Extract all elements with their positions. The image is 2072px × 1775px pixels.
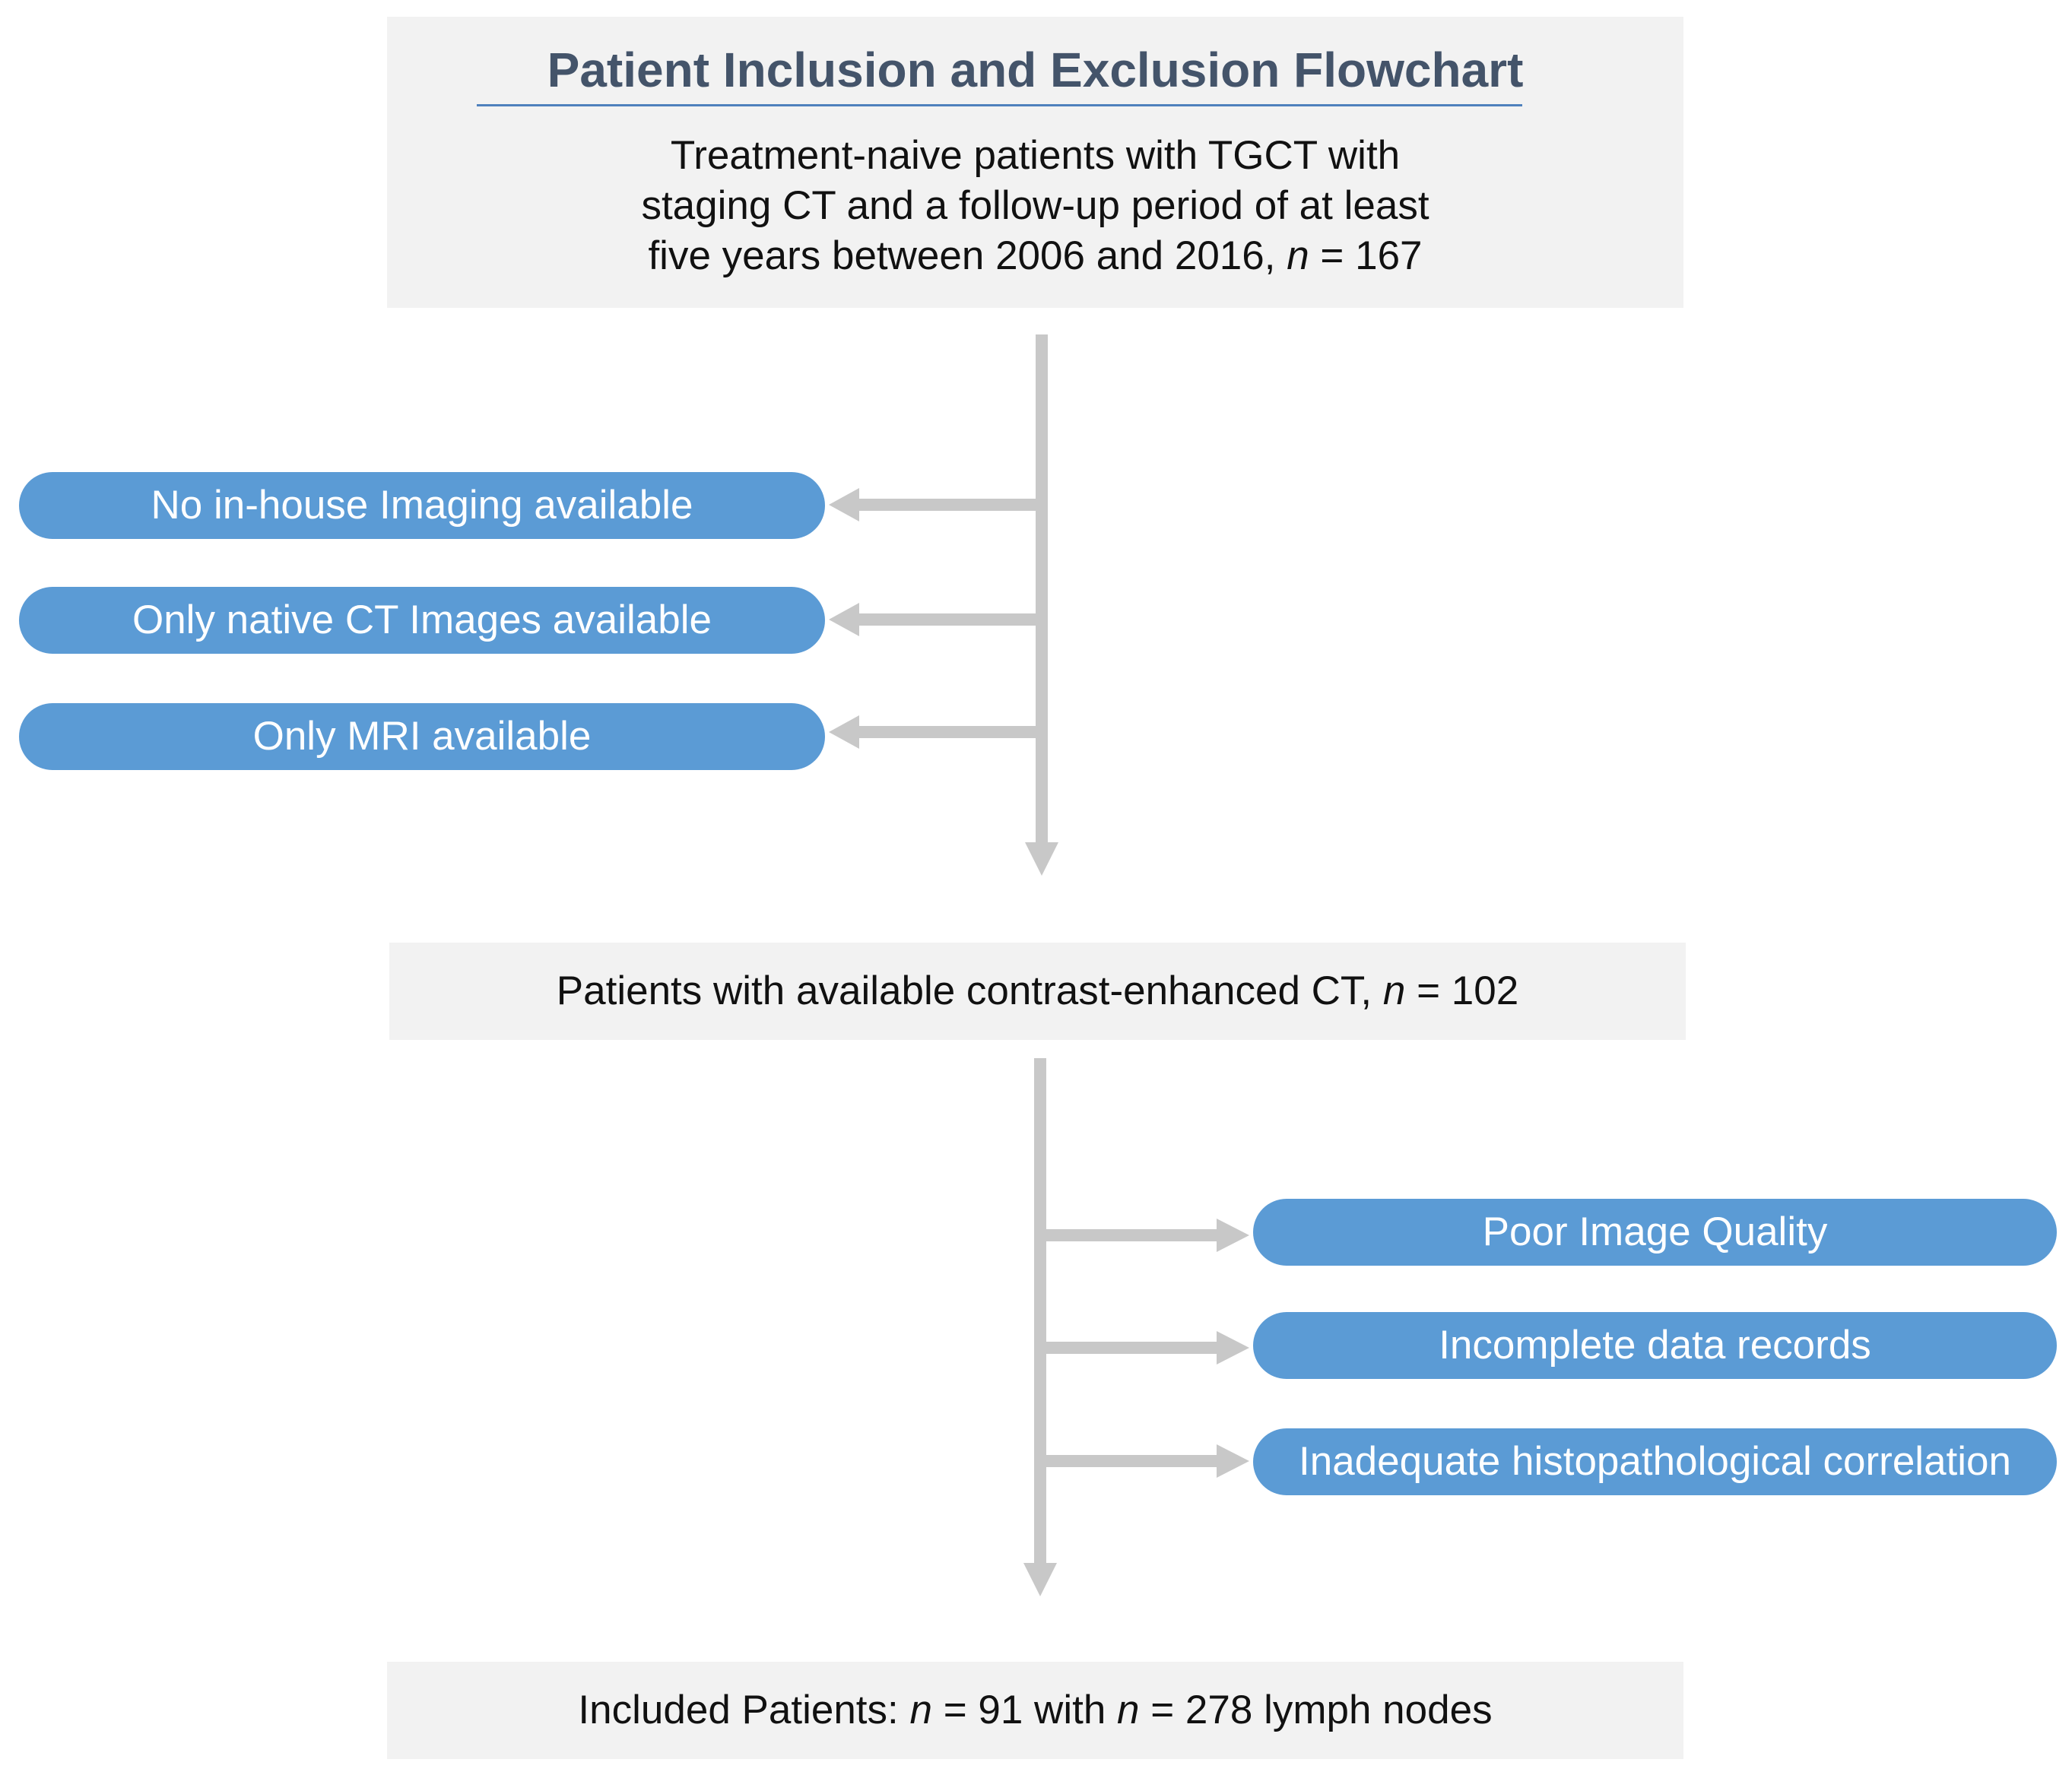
flowchart-title: Patient Inclusion and Exclusion Flowchar…: [547, 43, 1524, 97]
initial-cohort-count: = 167: [1309, 233, 1423, 278]
initial-cohort-box: Patient Inclusion and Exclusion Flowchar…: [387, 17, 1683, 308]
exclusion-no-inhouse-imaging: No in-house Imaging available: [19, 472, 825, 539]
initial-cohort-line-2: staging CT and a follow-up period of at …: [641, 183, 1429, 228]
arrowhead-right-2: [1217, 1331, 1249, 1365]
exclusion-inadequate-histopathology: Inadequate histopathological correlation: [1253, 1428, 2057, 1495]
intermediate-cohort-prefix: Patients with available contrast-enhance…: [556, 968, 1383, 1013]
final-patient-count: = 91 with: [931, 1688, 1118, 1732]
final-cohort-text: Included Patients: n = 91 with n = 278 l…: [387, 1685, 1683, 1735]
final-cohort-box: Included Patients: n = 91 with n = 278 l…: [387, 1662, 1683, 1759]
initial-cohort-line-3-prefix: five years between 2006 and 2016,: [648, 233, 1287, 278]
n-symbol: n: [1287, 233, 1309, 278]
n-symbol: n: [1117, 1688, 1140, 1732]
intermediate-cohort-count: = 102: [1405, 968, 1519, 1013]
final-cohort-prefix: Included Patients:: [578, 1688, 910, 1732]
n-symbol: n: [909, 1688, 932, 1732]
n-symbol: n: [1382, 968, 1406, 1013]
lymph-node-count: = 278 lymph nodes: [1139, 1688, 1493, 1732]
arrowhead-right-1: [1217, 1219, 1249, 1252]
arrowhead-down-2: [1023, 1563, 1057, 1596]
title-underline: [477, 104, 1522, 106]
initial-cohort-text: Treatment-naive patients with TGCT with …: [387, 131, 1683, 281]
arrowhead-left-2: [829, 603, 859, 636]
initial-cohort-line-1: Treatment-naive patients with TGCT with: [670, 133, 1401, 178]
arrowhead-right-3: [1217, 1444, 1249, 1478]
exclusion-only-mri: Only MRI available: [19, 703, 825, 770]
arrowhead-down-1: [1025, 842, 1058, 876]
initial-cohort-line-3: five years between 2006 and 2016, n = 16…: [387, 231, 1683, 281]
intermediate-cohort-text: Patients with available contrast-enhance…: [389, 966, 1686, 1016]
intermediate-cohort-box: Patients with available contrast-enhance…: [389, 943, 1686, 1040]
arrowhead-left-1: [829, 488, 859, 521]
exclusion-only-native-ct: Only native CT Images available: [19, 587, 825, 654]
arrowhead-left-3: [829, 715, 859, 749]
exclusion-poor-image-quality: Poor Image Quality: [1253, 1199, 2057, 1266]
exclusion-incomplete-records: Incomplete data records: [1253, 1312, 2057, 1379]
